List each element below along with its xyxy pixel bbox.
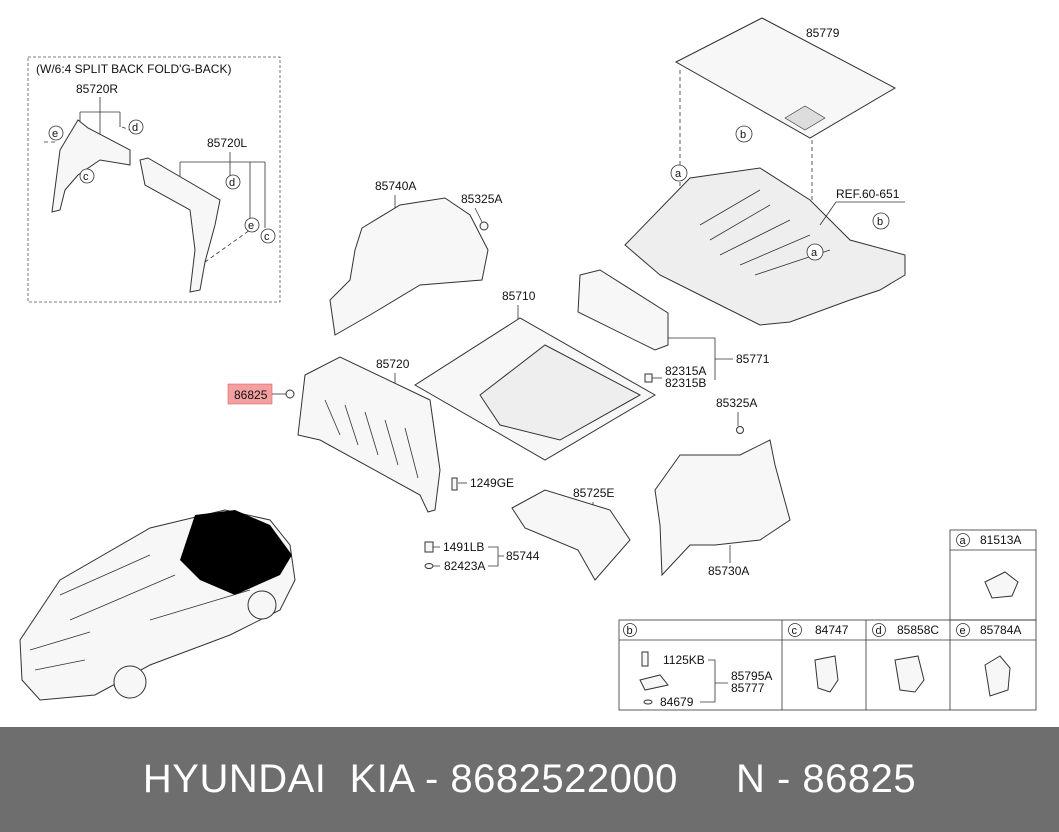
label-85730A: 85730A	[708, 564, 749, 578]
legend-part-85795A: 85795A	[731, 669, 772, 683]
callout-a-2	[806, 243, 824, 261]
label-85720R: 85720R	[76, 82, 118, 96]
label-ref: REF.60-651	[836, 187, 900, 201]
part-85725E	[511, 489, 631, 581]
callout-e-2	[244, 217, 260, 233]
callout-a	[670, 164, 688, 182]
svg-text:a: a	[675, 168, 682, 180]
svg-text:b: b	[627, 625, 633, 637]
svg-text:d: d	[132, 122, 138, 134]
callout-e	[48, 125, 64, 141]
part-85730A	[654, 439, 791, 577]
label-1491LB: 1491LB	[443, 540, 484, 554]
svg-text:b: b	[740, 129, 746, 141]
callout-d	[128, 119, 144, 135]
inset-title: (W/6:4 SPLIT BACK FOLD'G-BACK)	[36, 62, 231, 76]
legend-part-84747: 84747	[815, 623, 849, 637]
callout-d-2	[225, 174, 241, 190]
callout-c	[79, 168, 95, 184]
part-85720L	[139, 157, 221, 293]
legend-part-81513A: 81513A	[980, 533, 1021, 547]
svg-text:a: a	[960, 535, 967, 547]
svg-text:d: d	[229, 177, 235, 189]
legend-part-1125KB: 1125KB	[663, 653, 705, 667]
label-85740A: 85740A	[375, 179, 416, 193]
leader-85720L	[179, 152, 266, 228]
label-85725E: 85725E	[573, 486, 614, 500]
part-85779-cover-net	[674, 17, 897, 139]
legend-part-85858C: 85858C	[897, 623, 939, 637]
svg-text:e: e	[52, 128, 58, 140]
part-86825-grommet	[285, 389, 295, 399]
part-85740A	[329, 197, 489, 336]
svg-text:c: c	[264, 231, 270, 243]
label-85771: 85771	[736, 352, 770, 366]
label-82423A: 82423A	[444, 559, 485, 573]
label-85325A-right: 85325A	[716, 396, 757, 410]
callout-b	[735, 125, 753, 143]
callout-c-2	[260, 228, 276, 244]
label-85779: 85779	[806, 26, 840, 40]
part-85720R	[51, 119, 131, 213]
svg-text:c: c	[83, 171, 89, 183]
svg-text:c: c	[792, 625, 798, 637]
callout-b-2	[872, 212, 890, 230]
inset-frame	[27, 56, 281, 303]
footer-bar: HYUNDAI KIA - 8682522000 N - 86825	[0, 727, 1059, 832]
label-85720: 85720	[376, 357, 410, 371]
label-82315B: 82315B	[665, 376, 706, 390]
svg-text:b: b	[877, 216, 883, 228]
part-85720-partition	[297, 356, 441, 513]
label-85710: 85710	[502, 289, 536, 303]
svg-text:d: d	[876, 625, 882, 637]
legend-letter-c	[788, 623, 802, 637]
footer-text: HYUNDAI KIA - 8682522000 N - 86825	[142, 757, 917, 801]
legend-letter-e	[956, 623, 970, 637]
legend-letter-a	[956, 533, 970, 547]
label-1249GE: 1249GE	[470, 476, 514, 490]
label-86825: 86825	[234, 388, 268, 402]
legend-table: a 81513A b 1125KB 85795A 85777 84679 c 8…	[618, 529, 1037, 711]
svg-text:e: e	[248, 220, 254, 232]
label-85720L: 85720L	[207, 136, 247, 150]
parts-diagram: (W/6:4 SPLIT BACK FOLD'G-BACK) 85720R e …	[19, 17, 1037, 711]
svg-text:a: a	[811, 247, 818, 259]
label-82315A: 82315A	[665, 364, 706, 378]
label-85325A-upper: 85325A	[461, 192, 502, 206]
car-illustration	[19, 509, 296, 701]
part-85771	[577, 269, 669, 351]
svg-text:e: e	[960, 625, 966, 637]
legend-part-85784A: 85784A	[980, 623, 1021, 637]
legend-part-85777: 85777	[731, 681, 765, 695]
label-85744: 85744	[506, 549, 540, 563]
legend-letter-b	[623, 623, 637, 637]
legend-part-84679: 84679	[660, 695, 694, 709]
legend-letter-d	[872, 623, 886, 637]
part-floor-panel	[624, 167, 906, 326]
